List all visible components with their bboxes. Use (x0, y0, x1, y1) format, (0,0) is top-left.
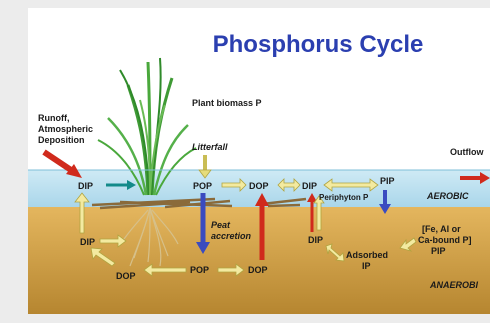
node-dip-soil-2: DIP (308, 235, 323, 245)
node-dip-water-2: DIP (302, 181, 317, 191)
plant-biomass-label: Plant biomass P (192, 98, 262, 108)
node-pop-water: POP (193, 181, 212, 191)
litterfall-label: Litterfall (192, 142, 228, 152)
anaerobic-label: ANAEROBI (429, 280, 479, 290)
node-dop-soil-left: DOP (116, 271, 136, 281)
outflow-label: Outflow (450, 147, 484, 157)
node-pip-water: PIP (380, 176, 395, 186)
node-dop-water: DOP (249, 181, 269, 191)
aerobic-label: AEROBIC (426, 191, 469, 201)
diagram-title: Phosphorus Cycle (213, 31, 424, 58)
node-dip-soil: DIP (80, 237, 95, 247)
periphyton-label: Periphyton P (319, 193, 369, 202)
node-dip-water: DIP (78, 181, 93, 191)
node-pop-soil: POP (190, 265, 209, 275)
node-dop-soil: DOP (248, 265, 268, 275)
sediment-layer (28, 207, 490, 314)
